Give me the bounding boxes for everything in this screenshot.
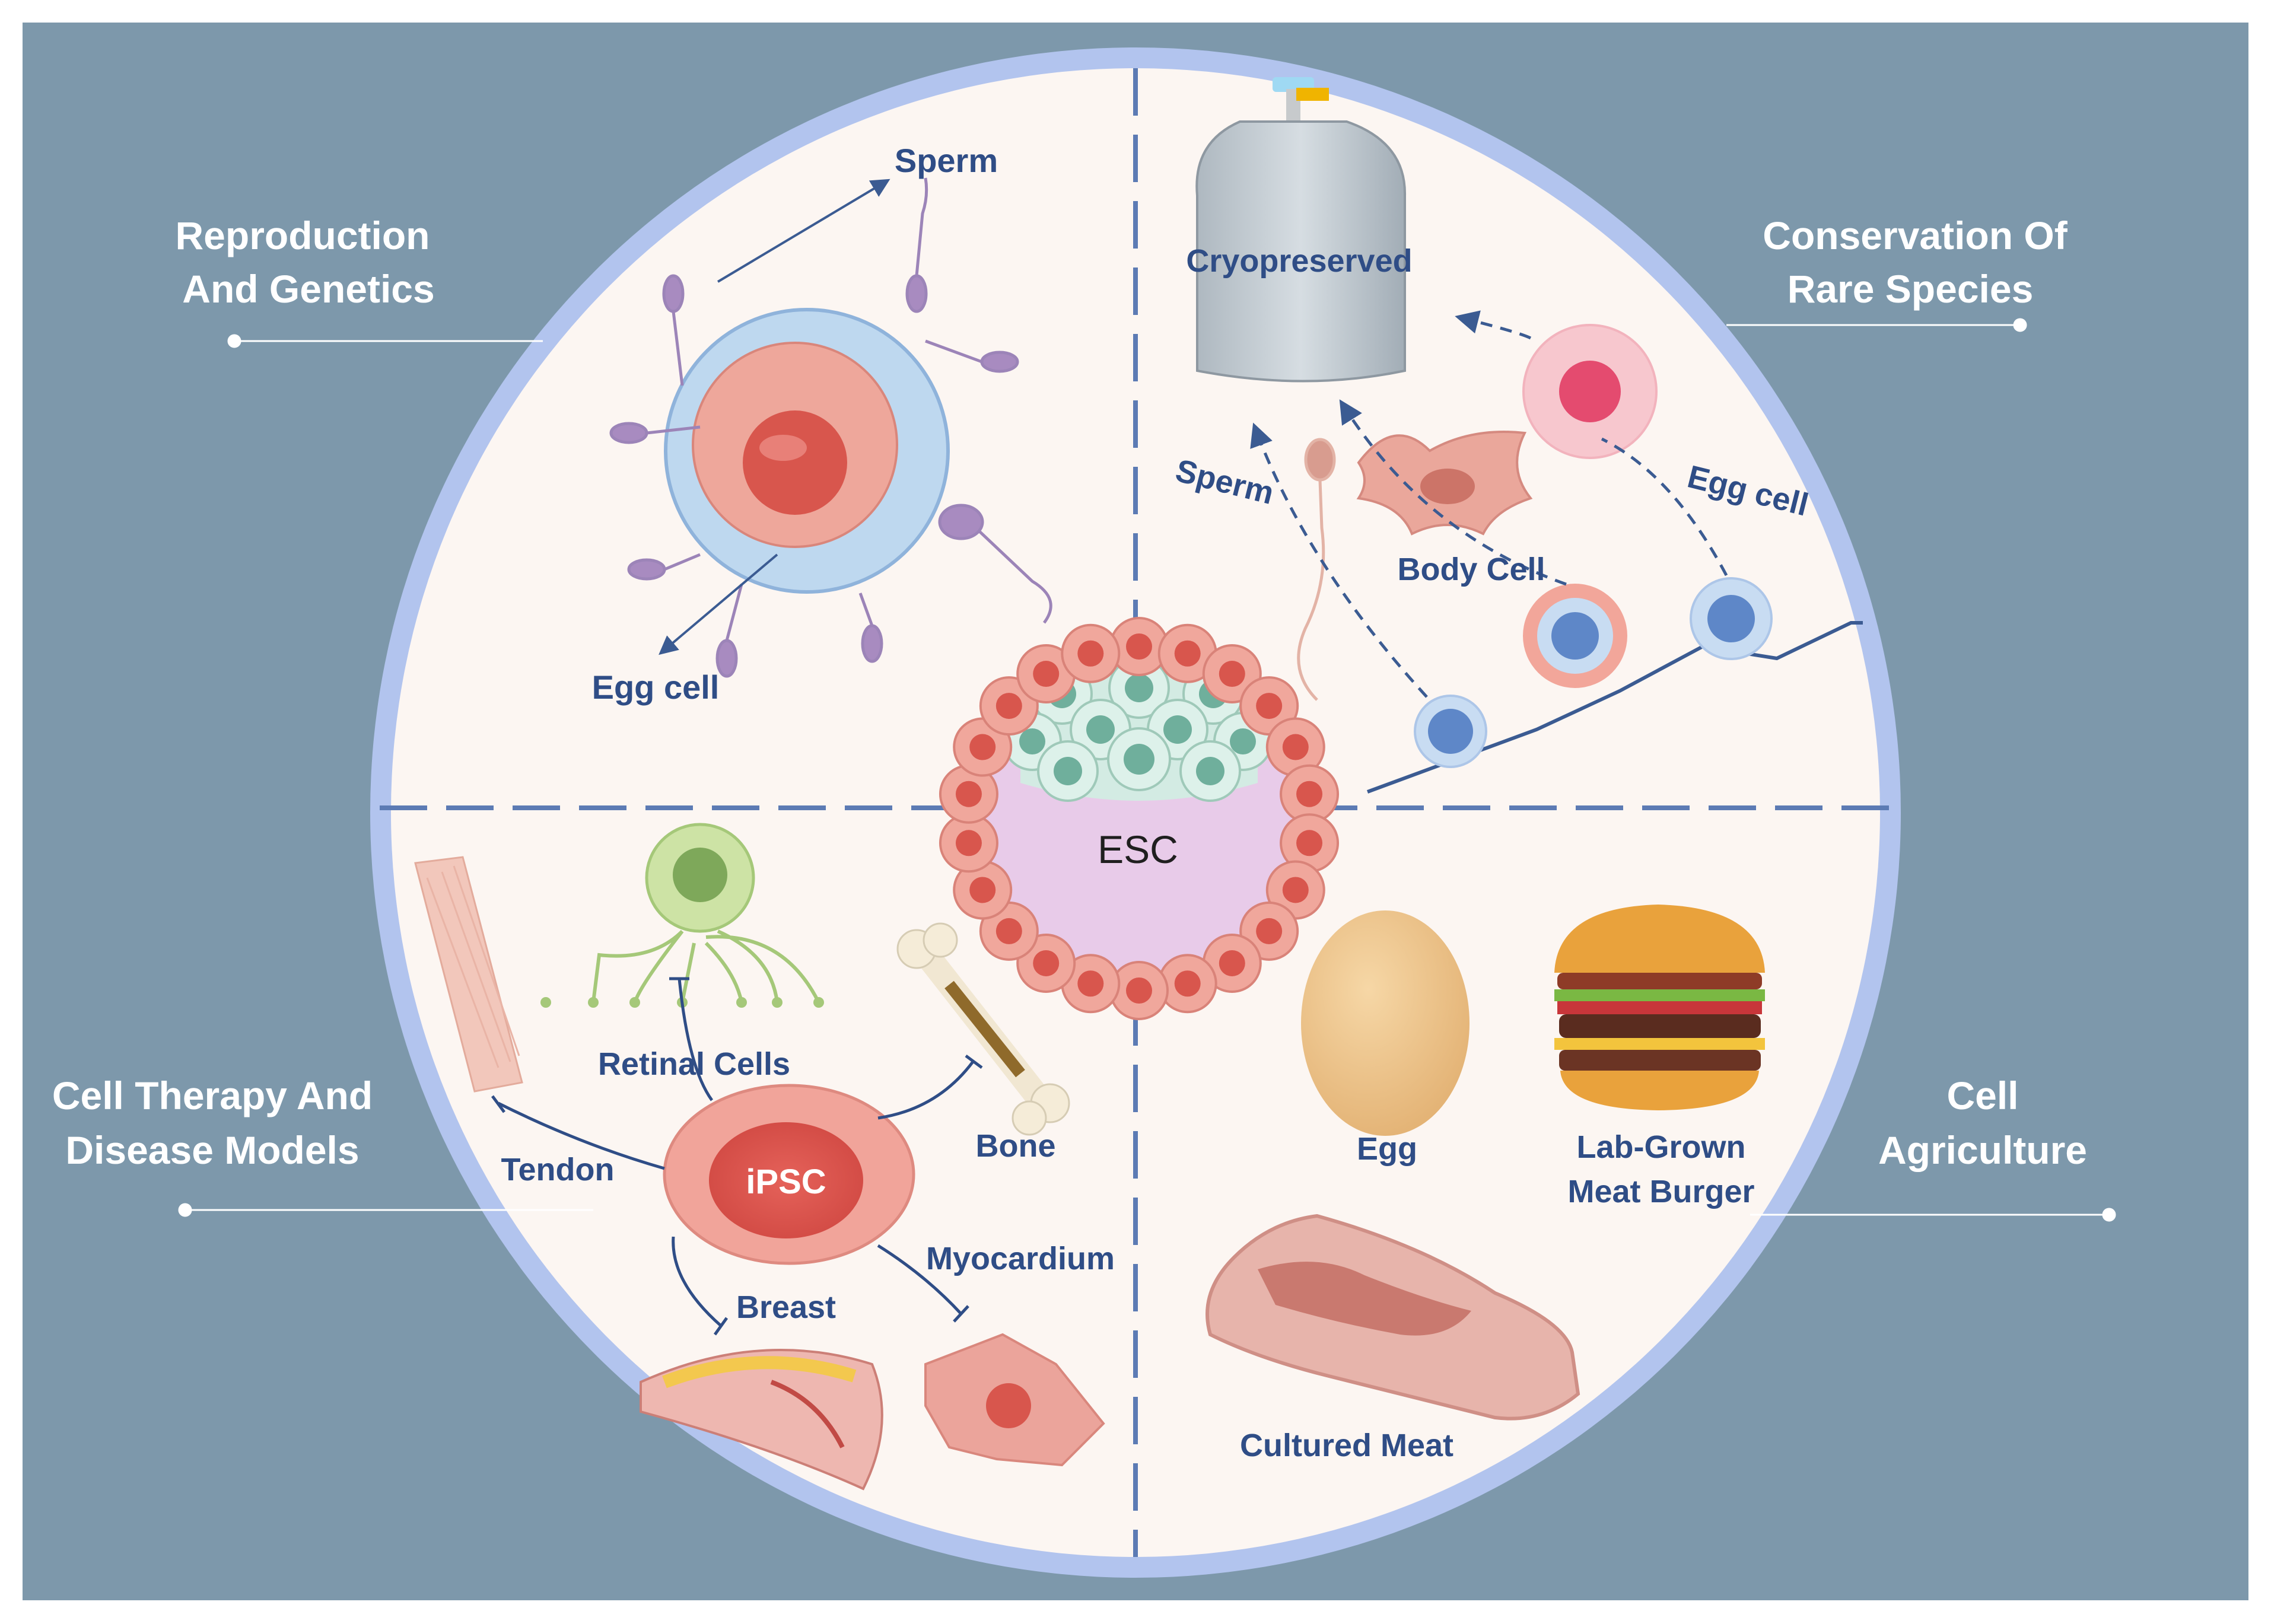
label-bone: Bone — [976, 1128, 1056, 1164]
egg-cell-arrow — [659, 553, 778, 655]
cultured-meat-illustration — [1206, 1214, 1580, 1421]
trophoblast-nucleus — [1077, 640, 1104, 667]
differentiation-inhibit-lines — [491, 977, 983, 1336]
trophoblast-nucleus — [1033, 661, 1060, 687]
label-cryopreserved: Cryopreserved — [1186, 243, 1412, 279]
corner-label-agriculture-1: Cell — [1946, 1074, 2018, 1117]
conservation-sperm — [1297, 438, 1336, 701]
label-retinal-cells: Retinal Cells — [598, 1046, 790, 1082]
trophoblast-nucleus — [1296, 830, 1323, 856]
bone-illustration — [896, 922, 1070, 1136]
corner-pointers — [178, 318, 2116, 1222]
trophoblast-nucleus — [1256, 918, 1283, 944]
label-cultured-meat: Cultured Meat — [1240, 1428, 1453, 1463]
label-burger-1: Lab-Grown — [1577, 1129, 1746, 1165]
trophoblast-nucleus — [1282, 734, 1309, 760]
retinal-cell-illustration — [540, 823, 824, 1008]
label-egg: Egg — [1357, 1131, 1417, 1167]
stem-cells-on-path — [1366, 577, 1863, 794]
trophoblast-nucleus — [1174, 970, 1201, 997]
tendon-illustration — [414, 856, 523, 1093]
label-myocardium: Myocardium — [926, 1241, 1115, 1276]
burger-illustration — [1554, 905, 1765, 1110]
reproduction-egg-illustration — [664, 308, 950, 594]
corner-label-therapy-1: Cell Therapy And — [52, 1074, 373, 1117]
sperm-cells-around-egg — [609, 177, 1052, 678]
label-esc: ESC — [1098, 827, 1178, 871]
corner-label-conservation-2: Rare Species — [1787, 267, 2034, 311]
conservation-egg-cell — [1522, 324, 1658, 459]
trophoblast-nucleus — [995, 918, 1022, 944]
trophoblast-nucleus — [1174, 640, 1201, 667]
dashed-arrows-to-tank — [1250, 310, 1728, 698]
trophoblast-nucleus — [1282, 877, 1309, 903]
trophoblast-nucleus — [1126, 633, 1152, 660]
esc-blastocyst — [939, 617, 1340, 1020]
corner-label-agriculture-2: Agriculture — [1878, 1128, 2087, 1172]
label-sperm-reproduction: Sperm — [895, 142, 998, 179]
corner-label-therapy-2: Disease Models — [65, 1128, 359, 1172]
breast-tissue-illustration — [640, 1349, 883, 1491]
myocardium-cell-illustration — [924, 1333, 1105, 1467]
trophoblast-nucleus — [1077, 970, 1104, 997]
corner-label-conservation-1: Conservation Of — [1763, 214, 2068, 257]
label-ipsc: iPSC — [746, 1163, 826, 1201]
trophoblast-nucleus — [955, 830, 982, 856]
trophoblast-nucleus — [995, 693, 1022, 719]
trophoblast-nucleus — [969, 877, 996, 903]
sperm-arrow — [717, 179, 890, 283]
trophoblast-nucleus — [1296, 781, 1323, 807]
egg-illustration — [1301, 910, 1470, 1136]
trophoblast-ring — [939, 617, 1340, 1020]
label-egg-cell-reproduction: Egg cell — [592, 668, 720, 706]
trophoblast-nucleus — [1219, 950, 1245, 976]
trophoblast-nucleus — [955, 781, 982, 807]
cryopreservation-tank — [1195, 77, 1407, 383]
trophoblast-nucleus — [1033, 950, 1060, 976]
ipsc-cell — [663, 1084, 915, 1265]
trophoblast-nucleus — [969, 734, 996, 760]
trophoblast-nucleus — [1126, 977, 1152, 1004]
label-tendon: Tendon — [501, 1152, 615, 1187]
label-burger-2: Meat Burger — [1567, 1174, 1754, 1209]
conservation-body-cell — [1356, 431, 1533, 536]
label-breast: Breast — [736, 1289, 836, 1325]
corner-label-reproduction-1: Reproduction — [176, 214, 430, 257]
trophoblast-nucleus — [1219, 661, 1245, 687]
label-body-cell: Body Cell — [1397, 552, 1545, 587]
trophoblast-nucleus — [1256, 693, 1283, 719]
corner-label-reproduction-2: And Genetics — [182, 267, 434, 311]
